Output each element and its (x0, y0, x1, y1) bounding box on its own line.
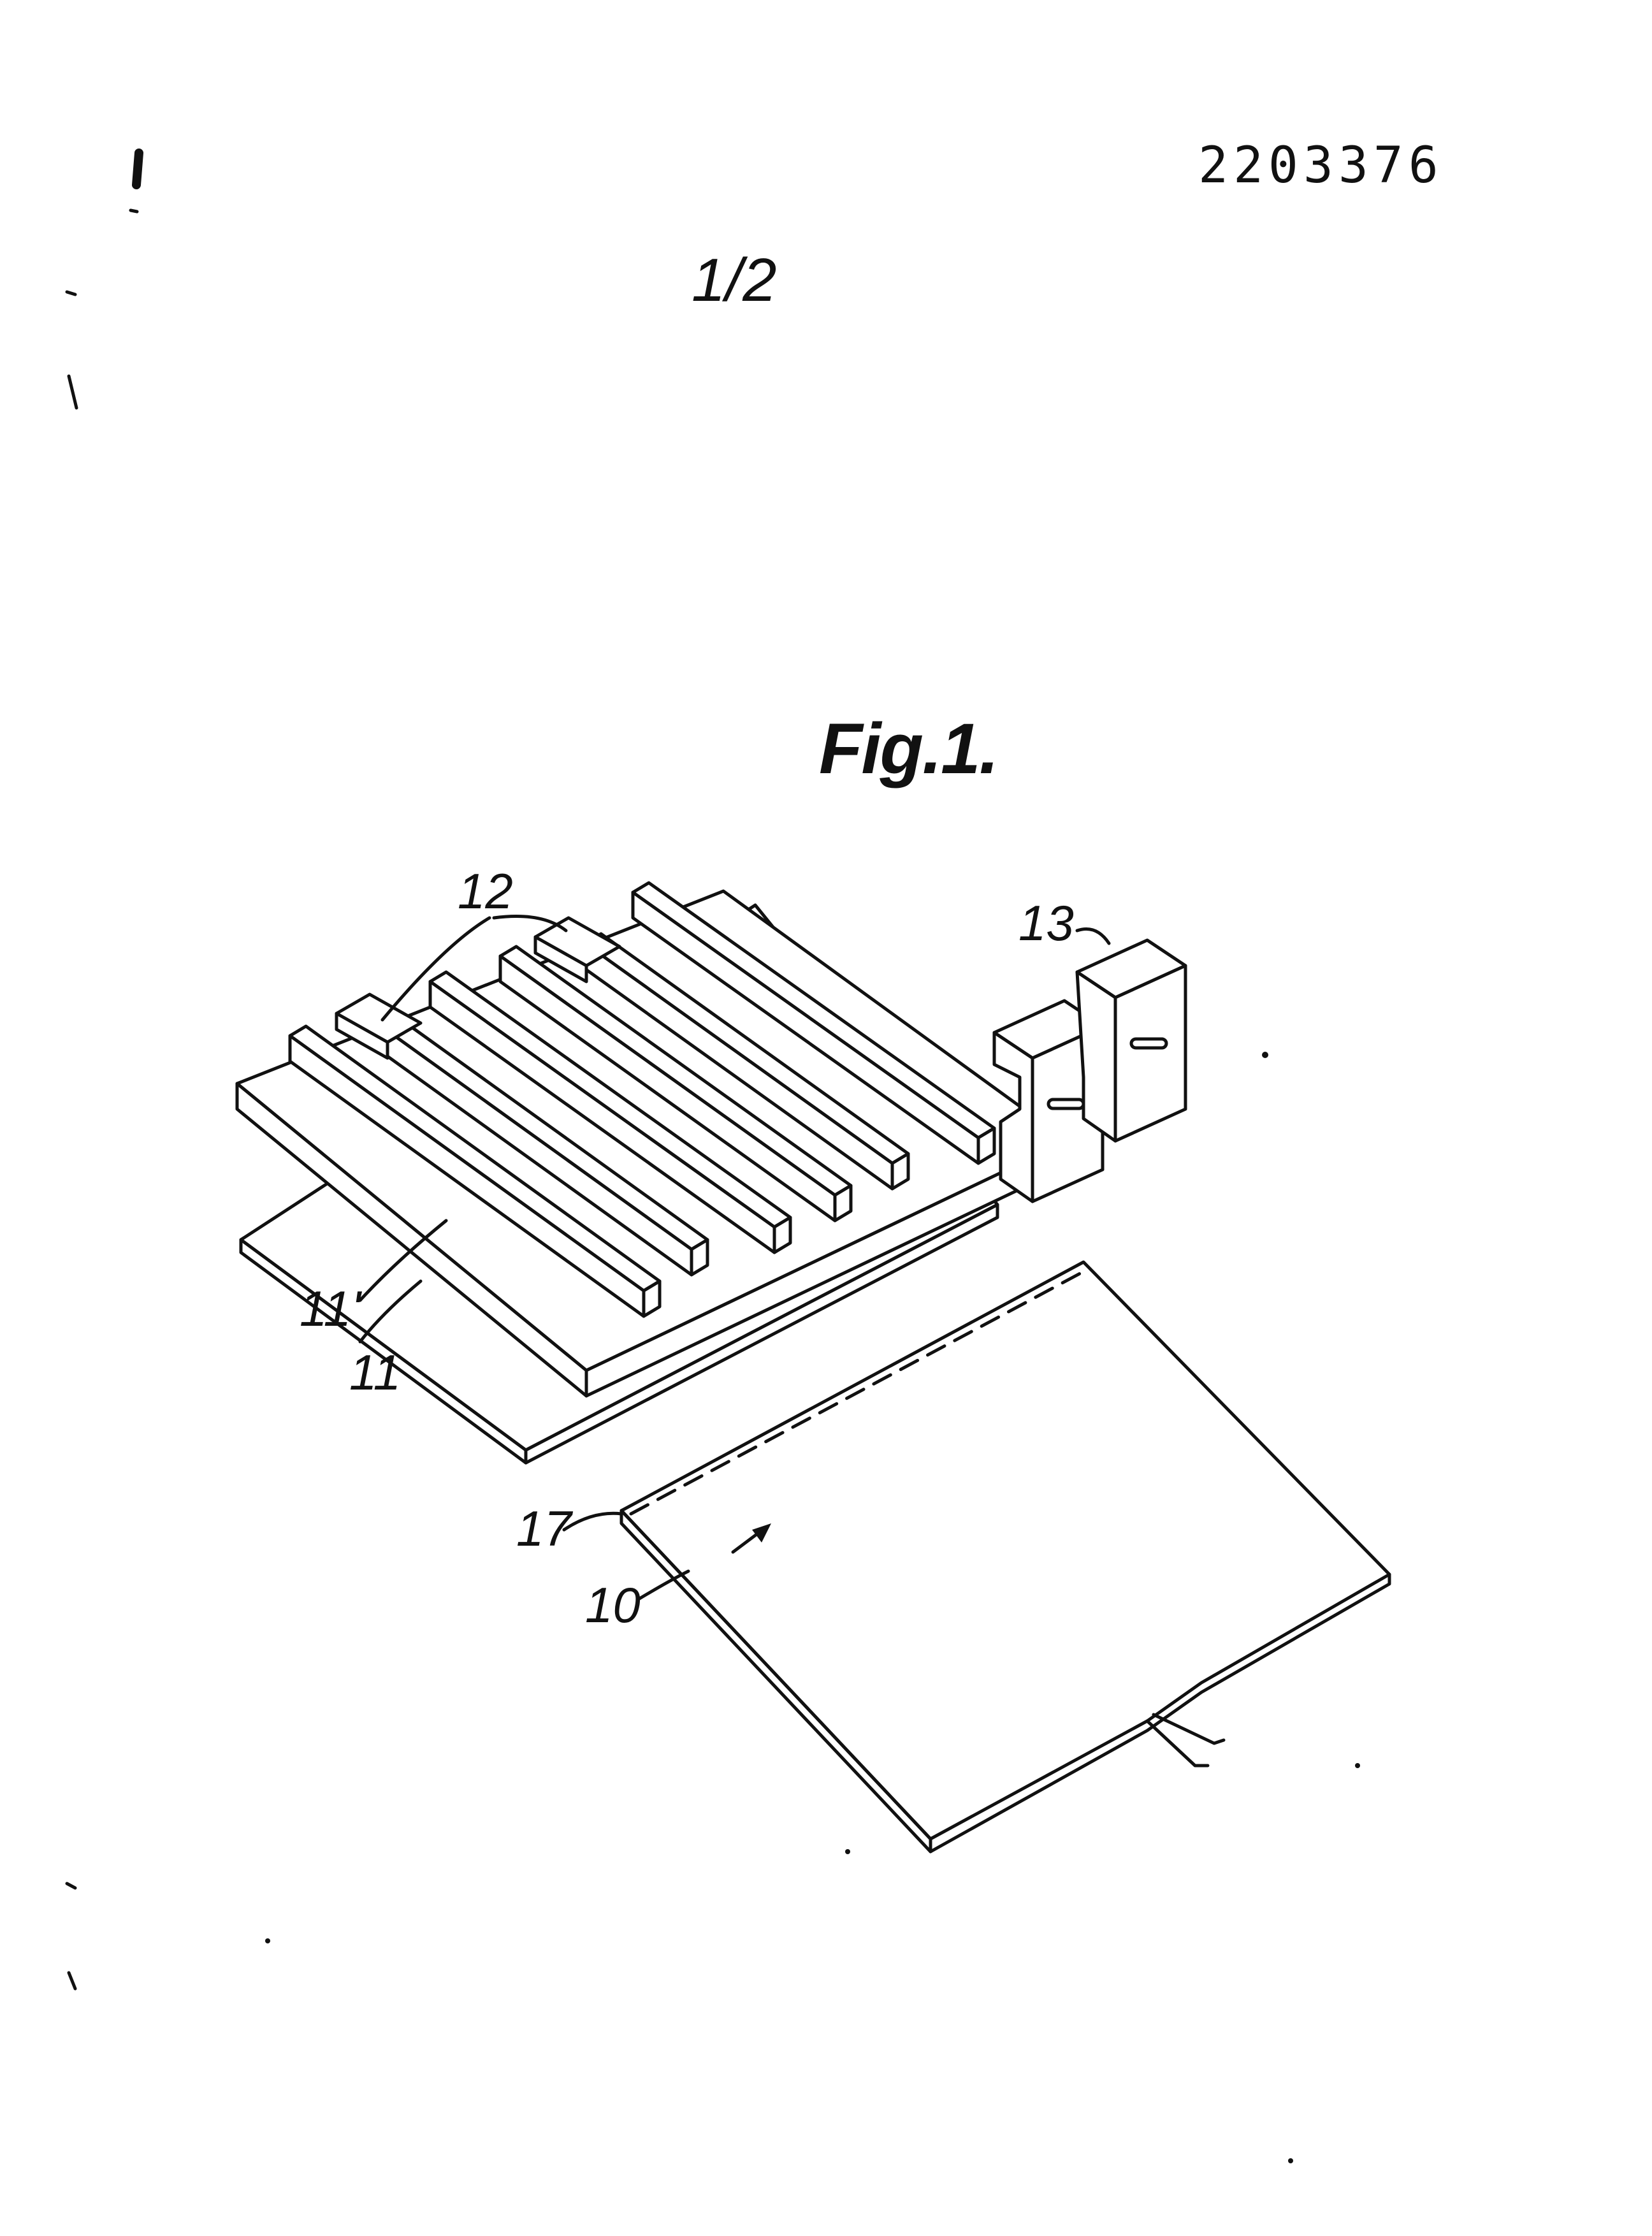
sheet-10 (620, 1260, 1391, 1854)
reference-labels: 12 13 11' 11 17 10 (300, 863, 1074, 1633)
rail-5 (583, 932, 910, 1191)
leader-10 (635, 1569, 690, 1602)
label-10: 10 (585, 1577, 641, 1633)
label-13: 13 (1018, 895, 1074, 951)
clips-13 (992, 938, 1187, 1203)
leader-11-prime (358, 1219, 448, 1302)
scan-specks (65, 149, 1360, 2163)
leader-13 (1075, 927, 1111, 945)
patent-number: 2203376 (1198, 137, 1444, 194)
clip-right (1075, 938, 1187, 1143)
rail-4 (498, 945, 853, 1223)
rails (288, 881, 996, 1318)
rail-6 (631, 881, 996, 1165)
leader-12b (492, 915, 568, 933)
leader-17 (562, 1511, 623, 1532)
rail-1 (288, 1024, 662, 1318)
label-11: 11 (349, 1344, 401, 1400)
rail-3 (428, 970, 792, 1254)
label-11-prime: 11' (300, 1281, 363, 1337)
rail-2 (379, 1015, 709, 1277)
leader-11 (358, 1279, 423, 1344)
blocks-12 (335, 916, 621, 1060)
figure-title: Fig.1. (819, 709, 999, 788)
label-17: 17 (516, 1500, 573, 1557)
label-12: 12 (458, 863, 513, 919)
leader-lines (358, 915, 1111, 1602)
sheet-number: 1/2 (692, 246, 777, 314)
leader-12a (380, 916, 491, 1022)
